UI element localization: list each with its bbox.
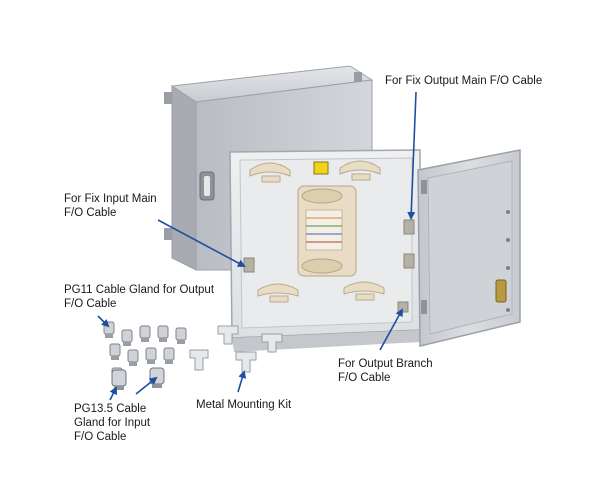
rear-cabinet xyxy=(164,65,374,271)
splice-tray xyxy=(297,185,357,277)
open-cabinet xyxy=(229,149,421,352)
label-mounting-kit: Metal Mounting Kit xyxy=(196,399,292,411)
arrow-pg135-gland xyxy=(109,386,117,401)
label-pg135-gland: PG13.5 Cable Gland for Input F/O Cable xyxy=(74,403,151,443)
cable-clamp-bottom-right xyxy=(343,281,385,301)
pg135-cable-gland-group xyxy=(111,367,165,390)
door-handle-icon[interactable] xyxy=(199,171,215,201)
arrow-fix-output-main xyxy=(407,91,417,220)
pg11-cable-gland-group xyxy=(103,321,187,381)
arrow-pg135-gland-2 xyxy=(135,376,158,395)
cable-clamp-top-left xyxy=(249,162,291,183)
label-fix-output-main: For Fix Output Main F/O Cable xyxy=(385,75,543,87)
metal-mounting-kit xyxy=(189,325,283,373)
cabinet-door[interactable] xyxy=(417,149,521,347)
door-lock-icon[interactable] xyxy=(495,279,507,303)
callout-arrows xyxy=(97,91,417,401)
cable-clamp-bottom-left xyxy=(257,283,299,303)
arrow-fix-input-main xyxy=(157,219,246,267)
arrow-pg11-gland xyxy=(97,315,110,328)
label-pg11-gland: PG11 Cable Gland for Output F/O Cable xyxy=(64,284,215,310)
arrow-mounting-kit xyxy=(237,370,247,393)
label-fix-input-main: For Fix Input Main F/O Cable xyxy=(64,193,157,219)
warning-label-icon xyxy=(313,161,329,175)
cable-clamp-top-right xyxy=(339,160,381,181)
arrow-output-branch xyxy=(379,308,403,351)
label-output-branch: For Output Branch F/O Cable xyxy=(338,358,433,384)
